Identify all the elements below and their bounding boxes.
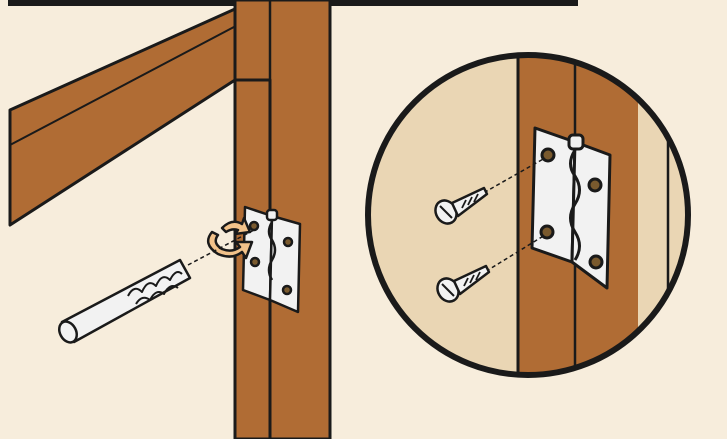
hinge-knuckle — [569, 149, 581, 261]
drill-bit-icon — [57, 258, 192, 344]
drill-bit-flute — [127, 271, 183, 297]
hinge-hole — [539, 224, 555, 240]
hinge-leaf-right — [570, 140, 612, 290]
magnifier-callout — [365, 52, 691, 378]
hinge-hole — [249, 256, 261, 268]
hinge-leaf-right — [268, 214, 302, 314]
hinge-knuckle — [267, 221, 277, 281]
screw-guide-line — [479, 234, 546, 276]
drill-guide-line — [187, 229, 255, 266]
drill-bit-end — [57, 320, 79, 344]
hinge-hole — [540, 147, 556, 163]
hinge-icon — [530, 126, 612, 290]
screw-icon — [436, 264, 491, 303]
rotation-arrow-icon — [206, 216, 254, 260]
screw-guide-line — [477, 157, 546, 197]
callout-ring — [365, 52, 691, 378]
hinge-hole — [587, 177, 603, 193]
hinge-icon — [241, 205, 302, 314]
hinge-hole — [248, 220, 260, 232]
screw-icon — [434, 186, 489, 225]
wood-frame — [8, 0, 332, 439]
hinge-hole — [281, 284, 293, 296]
beam-grain-line — [9, 7, 271, 146]
hinge-hole — [588, 254, 604, 270]
hinge-pin-cap — [265, 208, 279, 222]
hinge-hole — [282, 236, 294, 248]
hinge-pin-cap — [567, 133, 585, 151]
drill-bit-flute — [135, 285, 179, 305]
